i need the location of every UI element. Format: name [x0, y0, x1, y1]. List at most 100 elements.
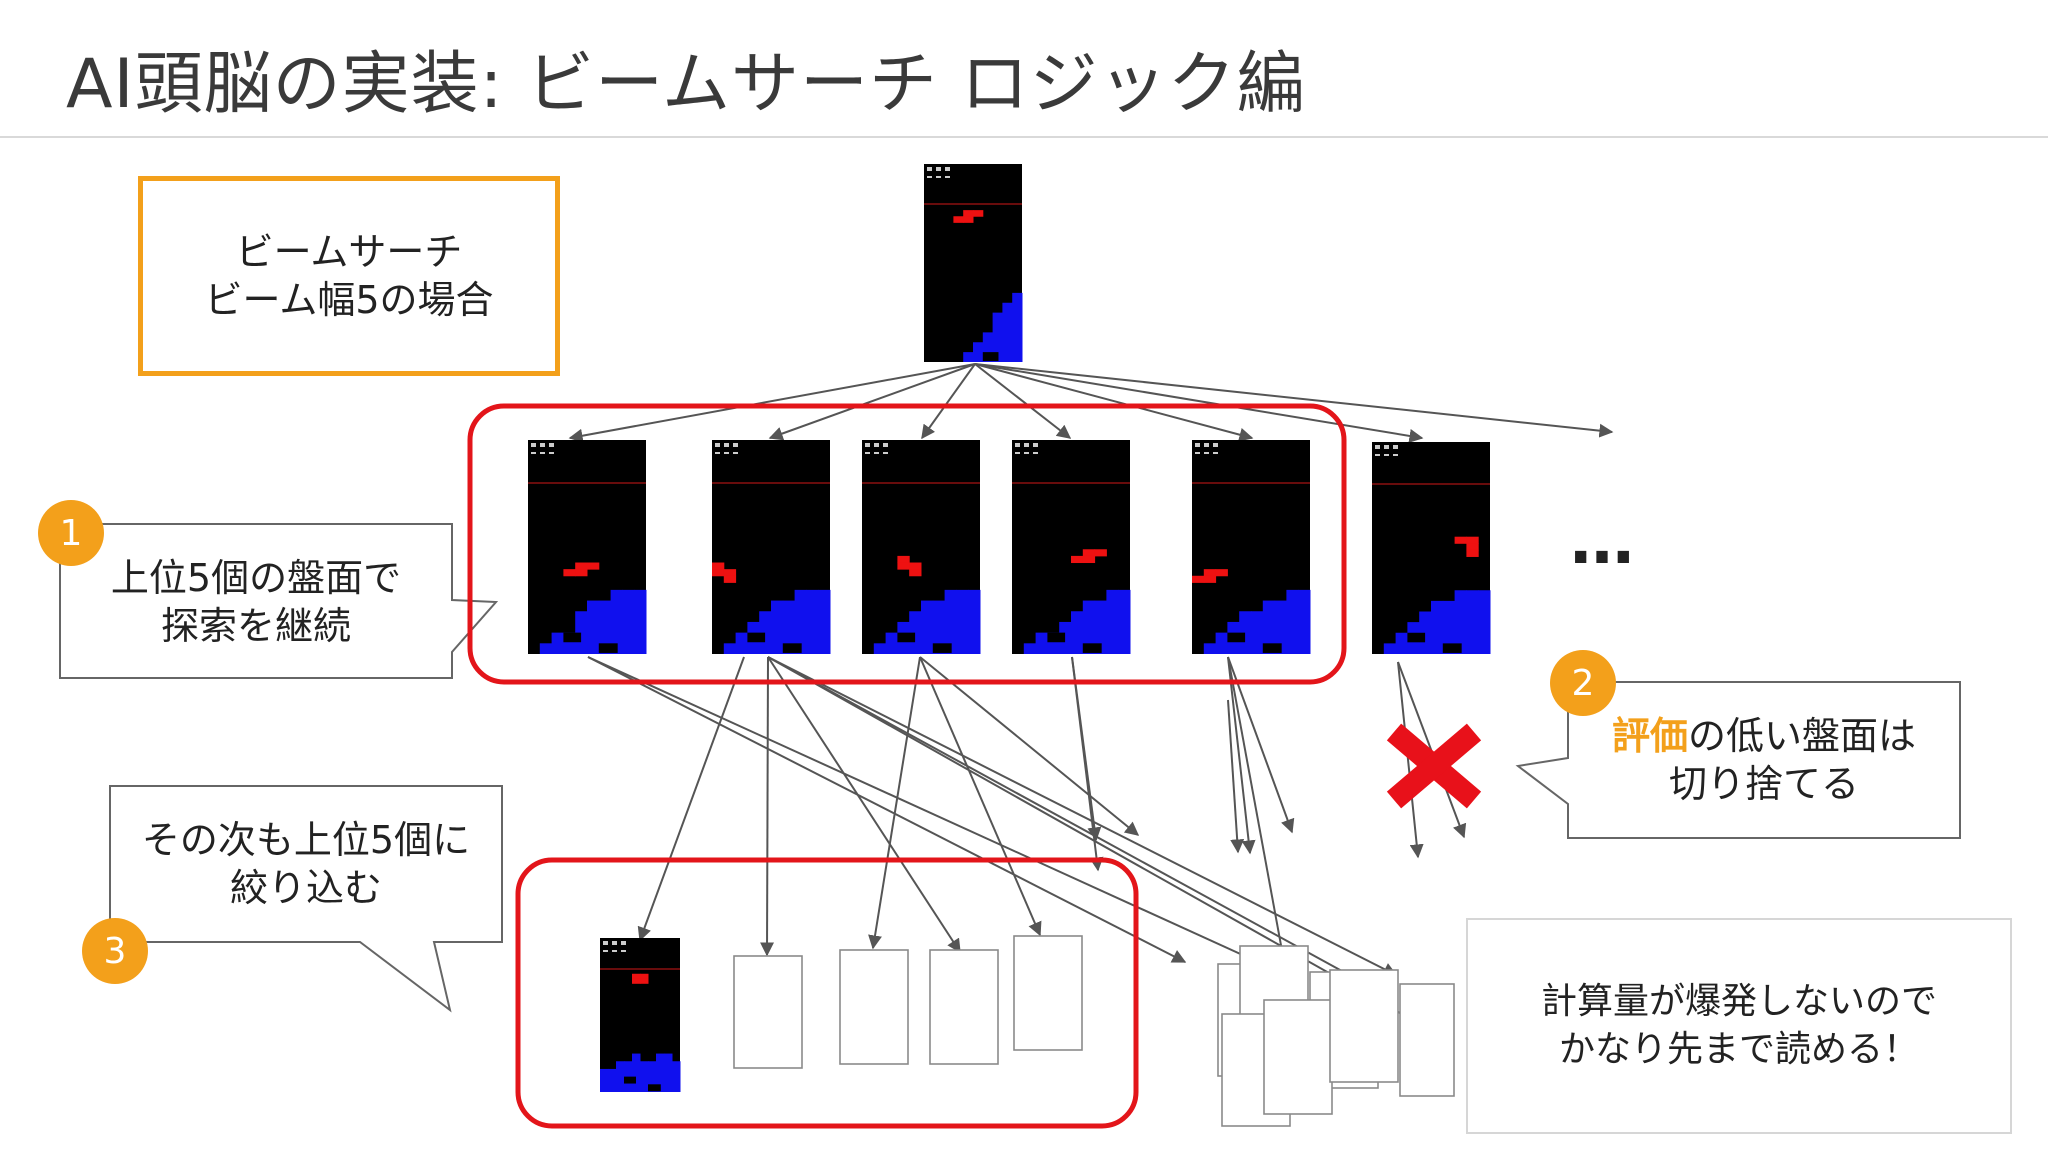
board-0-control-icon	[945, 176, 950, 178]
board-2-hole	[747, 632, 766, 643]
callout3-line2: 絞り込む	[229, 866, 382, 910]
placeholder-board-8	[1263, 999, 1333, 1115]
board-3-piece	[909, 562, 922, 570]
board-7-control-icon	[621, 950, 626, 952]
board-7-stack	[608, 1068, 617, 1092]
board-4-hole	[1047, 632, 1066, 643]
board-5-stack	[1215, 632, 1228, 654]
callout3-line1: その次も上位5個に	[141, 818, 471, 862]
badge-1: 1	[38, 500, 104, 566]
board-0-control-icon	[936, 176, 941, 178]
board-4-piece	[1071, 555, 1084, 564]
board-0-stack	[1012, 292, 1023, 362]
beam-selection-level2	[515, 857, 1139, 1129]
legend-line1: ビームサーチ	[235, 230, 463, 274]
callout2-line2: 切り捨てる	[1668, 762, 1859, 806]
board-2-control-icon	[733, 443, 738, 447]
board-2-control-icon	[724, 443, 729, 447]
board-0-hole	[953, 342, 969, 352]
board-6-stack	[1454, 590, 1467, 654]
board-6-piece	[1466, 543, 1479, 551]
board-2-piece	[723, 569, 737, 577]
board-6-stack	[1442, 600, 1456, 654]
note-line1: 計算量が爆発しないので	[1540, 981, 1937, 1022]
board-6-control-icon	[1384, 454, 1389, 456]
board-1-stack	[598, 600, 612, 654]
board-5-stack	[1274, 600, 1287, 654]
placeholder-board-9	[1329, 969, 1399, 1083]
board-1-hole	[598, 643, 618, 653]
board-1-stack	[539, 643, 553, 654]
board-5-piece	[1215, 569, 1228, 577]
board-7-control-icon	[621, 941, 626, 945]
board-1-piece	[587, 562, 600, 570]
callout2-rest: の低い盤面は	[1688, 714, 1917, 758]
beam-selection-level1	[467, 403, 1347, 685]
callout2-line1: 評価の低い盤面は	[1570, 712, 1958, 760]
board-4-stack	[1059, 621, 1072, 654]
board-7-piece	[632, 978, 641, 984]
board-4-stack	[1035, 632, 1048, 654]
board-3-stack	[885, 632, 898, 654]
board-7-hole	[648, 1084, 661, 1092]
board-2-piece	[723, 575, 737, 583]
board-1-stack	[622, 589, 635, 654]
board-3-control-icon	[865, 443, 870, 447]
board-1-control-icon	[531, 443, 536, 447]
placeholder-board-0	[733, 955, 803, 1069]
board-5-stack	[1251, 611, 1264, 654]
board-1-piece	[575, 562, 588, 570]
note-box: 計算量が爆発しないので かなり先まで読める！	[1466, 918, 2012, 1134]
placeholder-board-3	[1013, 935, 1083, 1051]
callout1-line2: 探索を継続	[160, 604, 351, 648]
callout3-text: その次も上位5個に 絞り込む	[112, 816, 500, 912]
board-6-stack	[1383, 643, 1397, 654]
board-5-hole	[1227, 632, 1246, 643]
board-0-control-icon	[927, 176, 932, 178]
board-1-piece	[575, 569, 588, 577]
board-4-control-icon	[1033, 452, 1038, 454]
board-3-stack	[968, 589, 981, 654]
board-2-stack	[723, 643, 737, 654]
board-5-control-icon	[1213, 452, 1218, 454]
callout1-text: 上位5個の盤面で 探索を継続	[62, 554, 450, 650]
board-3-stack	[909, 611, 922, 654]
board-1-control-icon	[540, 443, 545, 447]
board-4-control-icon	[1024, 443, 1029, 447]
board-5-control-icon	[1213, 443, 1218, 447]
board-3-control-icon	[874, 443, 879, 447]
badge-2: 2	[1550, 650, 1616, 716]
board-6-stack	[1478, 590, 1491, 654]
board-5-control-icon	[1195, 452, 1200, 454]
board-0-control-icon	[945, 167, 950, 171]
board-0-stack	[973, 342, 984, 362]
board-5-piece	[1203, 575, 1217, 583]
board-7-control-icon	[603, 950, 608, 952]
board-2-control-icon	[724, 452, 729, 454]
board-5-hole	[1262, 643, 1282, 653]
board-5-stack	[1203, 643, 1217, 654]
placeholder-board-1	[839, 949, 909, 1065]
board-2-stack	[735, 632, 748, 654]
board-4-stack	[1082, 600, 1096, 654]
badge-3: 3	[82, 918, 148, 984]
board-6-stack	[1431, 600, 1444, 654]
board-5-control-icon	[1204, 452, 1209, 454]
board-5-piece	[1192, 575, 1205, 583]
board-4-control-icon	[1024, 452, 1029, 454]
board-6-piece	[1466, 549, 1479, 557]
board-6-stack	[1466, 590, 1479, 654]
board-7-stack	[664, 1053, 673, 1092]
board-2-stack	[818, 589, 831, 654]
callout2-text: 評価の低い盤面は 切り捨てる	[1570, 712, 1958, 808]
board-6-piece	[1466, 536, 1479, 544]
board-6-control-icon	[1384, 445, 1389, 449]
board-4-control-icon	[1033, 443, 1038, 447]
board-7-stack	[656, 1053, 665, 1092]
board-4-control-icon	[1015, 443, 1020, 447]
board-6-control-icon	[1393, 445, 1398, 449]
board-3-stack	[932, 600, 946, 654]
board-7-piece	[640, 978, 649, 984]
board-3-hole	[932, 643, 952, 653]
board-7-piece	[632, 973, 641, 980]
